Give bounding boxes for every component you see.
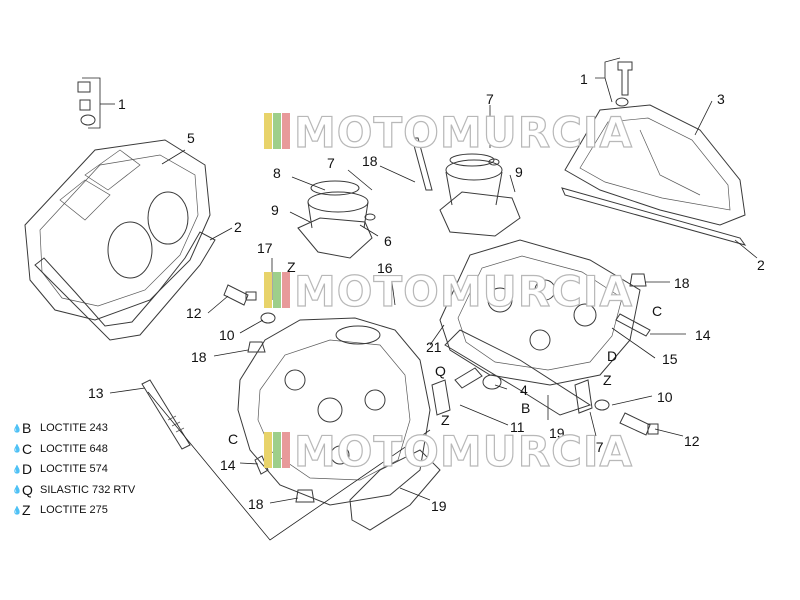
callout-9a: 9 <box>271 202 279 218</box>
hose-clamps <box>310 153 495 196</box>
callout-18b: 18 <box>191 349 207 365</box>
drop-icon: 💧 <box>12 423 22 433</box>
right-cover-gasket <box>561 187 747 246</box>
drop-icon: 💧 <box>12 505 22 515</box>
callout-B: B <box>521 400 530 416</box>
sealant-legend: 💧 B LOCTITE 243 💧 C LOCTITE 648 💧 D LOCT… <box>12 418 212 521</box>
washers <box>260 158 610 411</box>
left-cover-screws <box>77 81 96 126</box>
callout-1a: 1 <box>118 96 126 112</box>
watermark-middle: MOTOMURCIA <box>264 266 633 317</box>
link-plate <box>454 367 483 389</box>
stud-18 <box>411 137 433 191</box>
right-valve-cover <box>564 104 746 226</box>
callout-4: 4 <box>520 382 528 398</box>
callout-19a: 19 <box>549 425 565 441</box>
callout-Z-right: Z <box>603 372 612 388</box>
rear-intake-manifold <box>439 159 521 237</box>
callout-9b: 9 <box>515 164 523 180</box>
callout-1b: 1 <box>580 71 588 87</box>
callout-7b: 7 <box>486 91 494 107</box>
legend-row: 💧 Q SILASTIC 732 RTV <box>12 480 212 501</box>
callout-Q: Q <box>435 363 446 379</box>
watermark-top: MOTOMURCIA <box>264 107 633 158</box>
legend-code: B <box>22 420 32 437</box>
legend-row: 💧 D LOCTITE 574 <box>12 459 212 480</box>
callouts: 1 1 2 2 3 4 5 6 7 7 8 9 9 10 10 11 12 12… <box>88 71 765 514</box>
bushings <box>431 374 593 416</box>
left-valve-cover <box>24 139 211 321</box>
rear-cylinder-head <box>439 239 641 386</box>
legend-row: 💧 Z LOCTITE 275 <box>12 500 212 521</box>
callout-7a: 7 <box>327 155 335 171</box>
legend-row: 💧 C LOCTITE 648 <box>12 439 212 460</box>
legend-code: Q <box>22 481 33 498</box>
legend-code: C <box>22 440 33 457</box>
callout-10b: 10 <box>657 389 673 405</box>
callout-C-left: C <box>228 431 238 447</box>
callout-12a: 12 <box>186 305 202 321</box>
callout-11: 11 <box>510 419 525 435</box>
right-cover-screw <box>615 61 633 107</box>
legend-description: LOCTITE 243 <box>40 422 108 435</box>
temp-sensor-right <box>619 412 659 436</box>
drop-icon: 💧 <box>12 485 22 495</box>
legend-description: LOCTITE 275 <box>40 504 108 517</box>
stud-bolt-right <box>615 313 651 337</box>
callout-17b: 17 <box>588 439 604 455</box>
leader-lines <box>82 57 758 541</box>
callout-17a: 17 <box>257 240 273 256</box>
callout-21: 21 <box>426 339 442 355</box>
stud-bolt-left <box>254 455 269 475</box>
front-head-gasket <box>349 449 441 531</box>
left-cover-gasket <box>34 231 216 341</box>
front-intake-manifold <box>297 191 373 259</box>
callout-D: D <box>607 348 617 364</box>
callout-14b: 14 <box>695 327 711 343</box>
drop-icon: 💧 <box>12 464 22 474</box>
watermark-bottom: MOTOMURCIA <box>264 426 633 477</box>
callout-Z-mid: Z <box>441 412 450 428</box>
callout-8: 8 <box>273 165 281 181</box>
callout-C-right: C <box>652 303 662 319</box>
callout-2a: 2 <box>234 219 242 235</box>
callout-18c: 18 <box>674 275 690 291</box>
callout-18d: 18 <box>248 496 264 512</box>
callout-14a: 14 <box>220 457 236 473</box>
callout-19b: 19 <box>431 498 447 514</box>
callout-12b: 12 <box>684 433 700 449</box>
legend-description: SILASTIC 732 RTV <box>40 483 136 496</box>
callout-5: 5 <box>187 130 195 146</box>
callout-16: 16 <box>377 260 393 276</box>
temp-sensor-left <box>223 284 257 306</box>
callout-10a: 10 <box>219 327 235 343</box>
callout-6: 6 <box>384 233 392 249</box>
callout-Z-top: Z <box>287 259 296 275</box>
callout-18a: 18 <box>362 153 378 169</box>
legend-row: 💧 B LOCTITE 243 <box>12 418 212 439</box>
drop-icon: 💧 <box>12 444 22 454</box>
rear-head-gasket <box>444 329 592 416</box>
callout-15: 15 <box>662 351 678 367</box>
legend-code: D <box>22 461 33 478</box>
legend-description: LOCTITE 648 <box>40 442 108 455</box>
callout-3: 3 <box>717 91 725 107</box>
legend-code: Z <box>22 502 31 519</box>
callout-13: 13 <box>88 385 104 401</box>
legend-description: LOCTITE 574 <box>40 463 108 476</box>
callout-2b: 2 <box>757 257 765 273</box>
front-cylinder-head <box>237 317 431 506</box>
svg-text:MOTOMURCIA: MOTOMURCIA <box>294 427 633 476</box>
svg-text:MOTOMURCIA: MOTOMURCIA <box>294 267 633 316</box>
long-stud-bolt <box>141 379 191 450</box>
svg-text:MOTOMURCIA: MOTOMURCIA <box>294 108 633 157</box>
